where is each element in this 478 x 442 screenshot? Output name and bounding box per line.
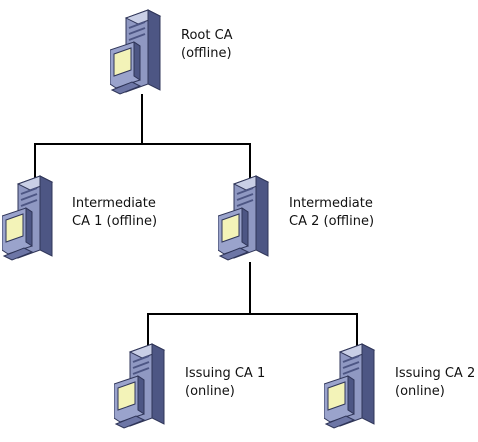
server-computer-icon: [2, 175, 53, 261]
server-computer-icon: [324, 343, 375, 429]
intermediate-ca-1-label: Intermediate CA 1 (offline): [72, 195, 157, 231]
root-ca-label: Root CA (offline): [181, 27, 233, 63]
intermediate-ca-2-node: Intermediate CA 2 (offline): [218, 172, 398, 264]
intermediate-ca-1-status: CA 1 (offline): [72, 214, 158, 229]
root-ca-title: Root CA: [181, 28, 233, 43]
issuing-ca-1-title: Issuing CA 1: [185, 366, 266, 381]
issuing-ca-1-label: Issuing CA 1 (online): [185, 365, 265, 401]
issuing-ca-2-label: Issuing CA 2 (online): [395, 365, 475, 401]
intermediate-ca-1-node: Intermediate CA 1 (offline): [2, 172, 172, 264]
issuing-ca-1-status: (online): [185, 384, 235, 399]
issuing-ca-2-status: (online): [395, 384, 445, 399]
issuing-ca-2-title: Issuing CA 2: [395, 366, 476, 381]
issuing-ca-2-node: Issuing CA 2 (online): [324, 340, 478, 432]
root-ca-status: (offline): [181, 46, 232, 61]
root-ca-node: Root CA (offline): [110, 6, 250, 98]
server-computer-icon: [218, 175, 269, 261]
intermediate-ca-2-title: Intermediate: [289, 196, 373, 211]
intermediate-ca-2-status: CA 2 (offline): [289, 214, 375, 229]
server-computer-icon: [114, 343, 165, 429]
intermediate-ca-1-title: Intermediate: [72, 196, 156, 211]
server-computer-icon: [110, 9, 161, 95]
issuing-ca-1-node: Issuing CA 1 (online): [114, 340, 284, 432]
intermediate-ca-2-label: Intermediate CA 2 (offline): [289, 195, 374, 231]
